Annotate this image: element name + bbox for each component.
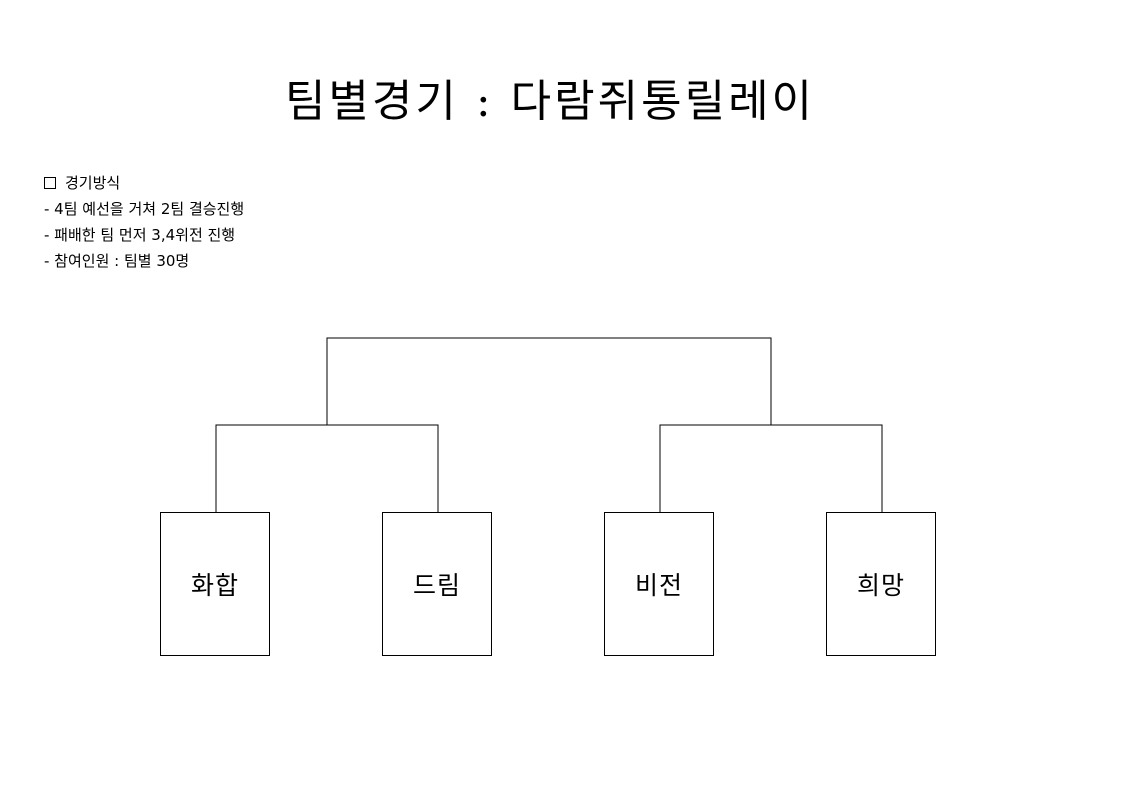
description-line: - 참여인원 : 팀별 30명 <box>44 252 190 270</box>
team-name: 드림 <box>412 571 461 600</box>
description-heading-text: 경기방식 <box>65 174 121 192</box>
description-line: - 4팀 예선을 거쳐 2팀 결승진행 <box>44 200 245 218</box>
team-box-dream: 드림 <box>382 512 492 656</box>
page-title: 팀별경기 : 다람쥐통릴레이 <box>284 76 816 127</box>
team-box-hope: 희망 <box>826 512 936 656</box>
match-description: 경기방식 - 4팀 예선을 거쳐 2팀 결승진행 - 패배한 팀 먼저 3,4위… <box>44 170 244 274</box>
description-heading: 경기방식 <box>44 170 244 196</box>
team-name: 희망 <box>856 571 905 600</box>
right-semifinal-bracket-line <box>659 424 883 512</box>
final-bracket-line <box>326 337 772 425</box>
team-box-vision: 비전 <box>604 512 714 656</box>
left-semifinal-bracket-line <box>215 424 439 512</box>
team-box-hwahap: 화합 <box>160 512 270 656</box>
checkbox-icon <box>44 177 56 189</box>
team-name: 비전 <box>634 571 683 600</box>
description-line: - 패배한 팀 먼저 3,4위전 진행 <box>44 226 236 244</box>
team-name: 화합 <box>190 571 239 600</box>
